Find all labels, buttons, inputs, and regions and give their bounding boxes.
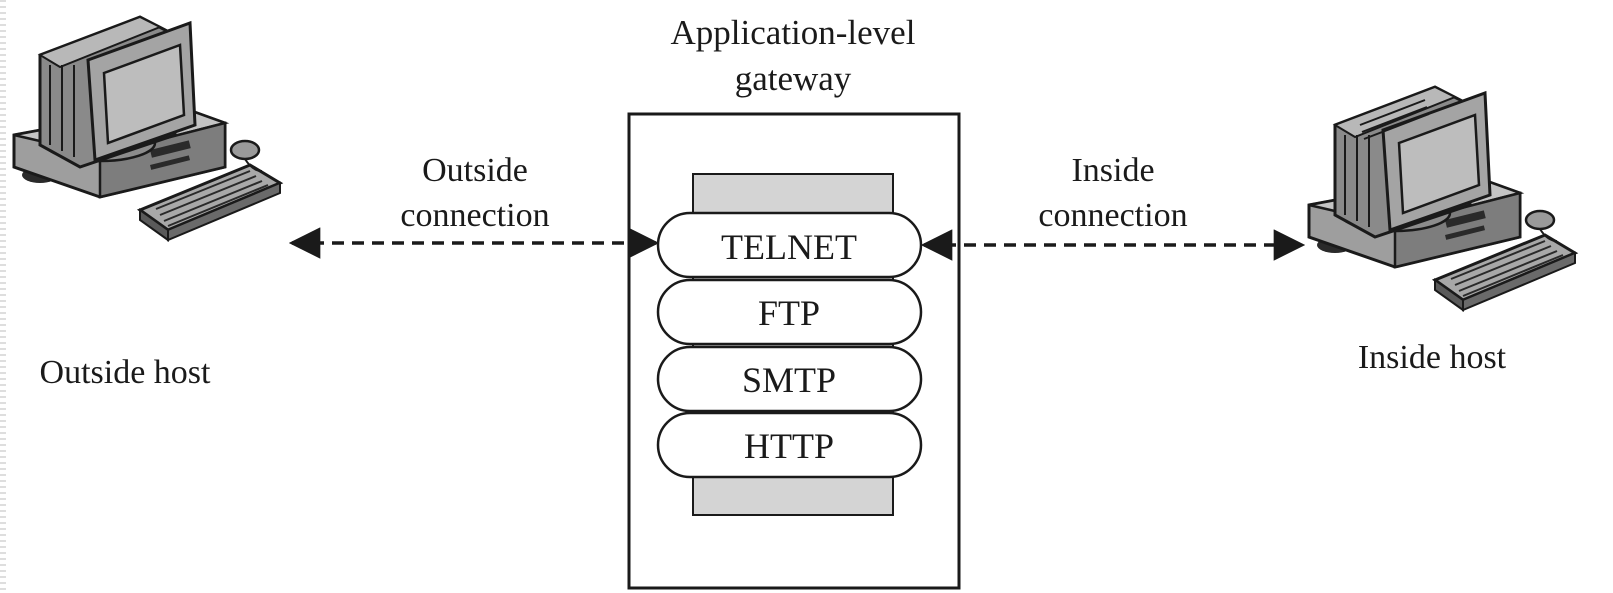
inside-host-computer-icon — [1307, 85, 1577, 312]
page-edge-decoration — [0, 0, 6, 593]
gateway-title-line2: gateway — [735, 59, 852, 98]
protocol-label-http: HTTP — [744, 426, 834, 466]
inside-host-label: Inside host — [1358, 339, 1507, 376]
protocol-pill-smtp — [656, 345, 923, 413]
protocol-pill-ftp — [656, 278, 923, 346]
protocol-label-telnet: TELNET — [721, 227, 857, 267]
gateway-title-line1: Application-level — [671, 13, 916, 52]
inside-connection-label-line2: connection — [1038, 197, 1187, 234]
outside-connection-label-line2: connection — [400, 197, 549, 234]
outside-host-computer-icon — [12, 15, 282, 242]
protocol-label-ftp: FTP — [758, 293, 820, 333]
outside-host-label: Outside host — [40, 354, 212, 391]
protocol-label-smtp: SMTP — [742, 360, 836, 400]
outside-connection-label-line1: Outside — [422, 152, 528, 189]
protocol-pill-http — [656, 411, 923, 479]
inside-connection-label-line1: Inside — [1071, 152, 1154, 189]
protocol-stack: TELNET FTP SMTP HTTP — [656, 211, 923, 479]
